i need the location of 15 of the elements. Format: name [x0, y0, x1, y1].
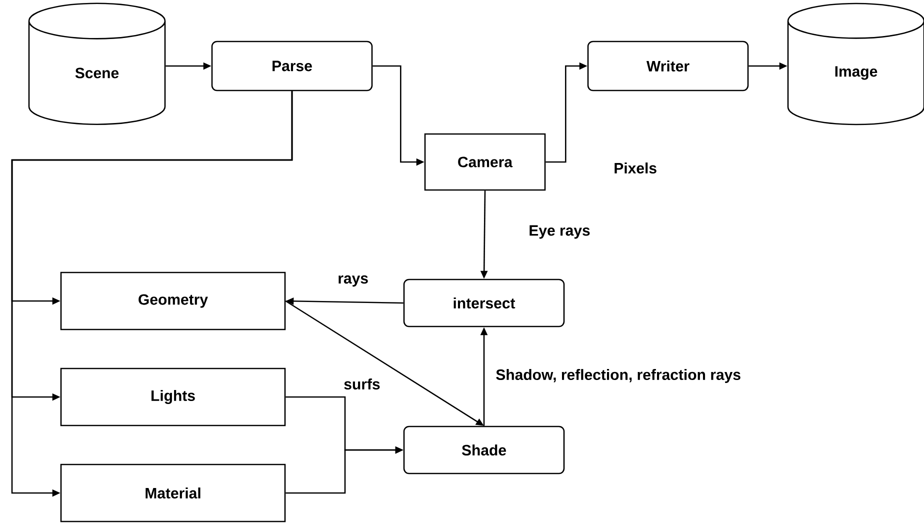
edge-label: Shadow, reflection, refraction rays	[494, 368, 742, 384]
process-box: Writer	[587, 40, 749, 92]
edge-label: rays	[336, 274, 370, 288]
edge-label: Eye rays	[528, 224, 592, 240]
process-box: Lights	[60, 368, 286, 426]
database-cylinder: Scene	[28, 2, 166, 125]
process-box: Material	[60, 464, 286, 522]
edge-label: surfs	[342, 378, 382, 391]
process-box: Geometry	[60, 272, 286, 330]
process-box: Shade	[403, 426, 565, 474]
process-box: Camera	[424, 133, 546, 191]
process-box: Parse	[211, 40, 373, 92]
edge-label: Pixels	[612, 162, 658, 175]
database-cylinder: Image	[787, 2, 924, 126]
process-box: intersect	[403, 278, 565, 328]
